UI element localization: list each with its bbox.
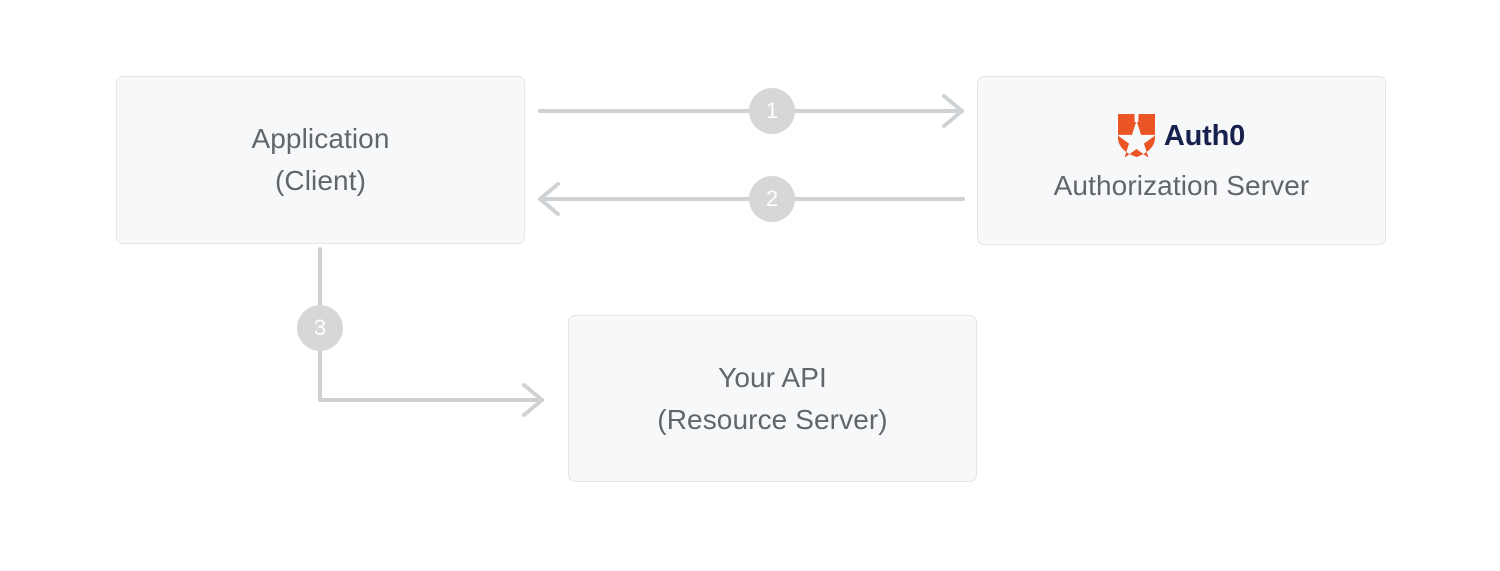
step-badge-3[interactable]: 3 — [297, 305, 343, 351]
auth0-shield-star-icon — [1117, 114, 1155, 157]
auth0-wordmark: Auth0 — [1163, 119, 1246, 152]
node-authorization-server-label: Authorization Server — [1053, 170, 1310, 201]
node-application-line1: Application — [251, 123, 390, 154]
node-application[interactable]: Application (Client) — [116, 76, 525, 244]
node-your-api-line2: (Resource Server) — [657, 403, 888, 435]
node-your-api-line1: Your API — [718, 361, 827, 393]
step-badge-1[interactable]: 1 — [749, 88, 795, 134]
connector-step-3 — [318, 247, 544, 417]
node-application-line2: (Client) — [274, 165, 367, 196]
node-authorization-server[interactable]: Auth0 Authorization Server — [977, 76, 1386, 245]
node-your-api[interactable]: Your API (Resource Server) — [568, 315, 977, 482]
auth0-brand: Auth0 — [1117, 114, 1246, 157]
step-badge-2[interactable]: 2 — [749, 176, 795, 222]
